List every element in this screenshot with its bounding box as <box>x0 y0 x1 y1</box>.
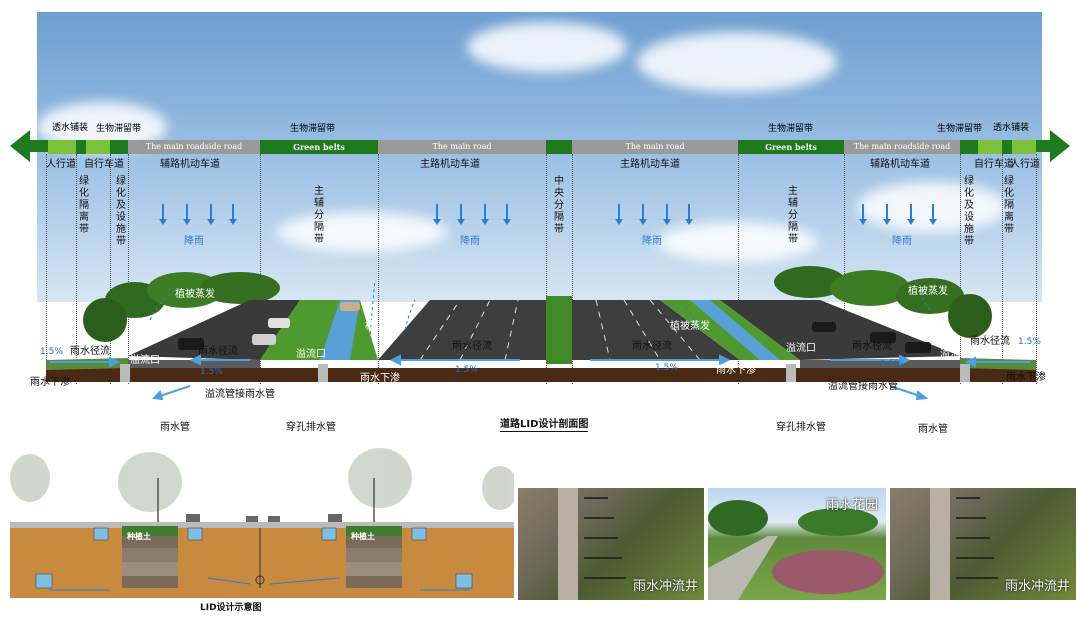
zone-label-1: 自行车道 <box>84 159 124 170</box>
band-sidewalk-right <box>1012 140 1036 154</box>
slope-2: 1.5% <box>1018 337 1041 347</box>
slope-5: 1.5% <box>655 363 678 373</box>
zone-label-5: 辅路机动车道 <box>870 159 930 170</box>
label-perforated-pipe-2: 穿孔排水管 <box>776 422 826 433</box>
label-overflow-2: 溢流口 <box>296 349 326 360</box>
vertical-label-0: 绿化隔离带 <box>79 176 89 235</box>
photo-1: 雨水冲流井 <box>518 488 704 600</box>
road-section-drawing <box>46 266 1036 400</box>
vertical-label-1: 绿化及设施带 <box>116 176 126 247</box>
photo-caption-2: 雨水花园 <box>825 498 878 513</box>
label-runoff-2: 雨水径流 <box>198 346 238 357</box>
label-storm-pipe-2: 雨水管 <box>918 424 948 435</box>
label-overflow-1: 溢流口 <box>130 355 160 366</box>
photo-3: 雨水冲流井 <box>890 488 1076 600</box>
label-evap-3: 植被蒸发 <box>670 321 710 332</box>
soil-label-left: 种植土 <box>127 532 151 541</box>
band-green-left <box>76 140 86 154</box>
rain-label-2: 降雨 <box>460 236 480 247</box>
zone-label-0: 人行道 <box>46 159 76 170</box>
band-bike-right <box>978 140 1002 154</box>
band-facility-left <box>110 140 128 154</box>
label-infiltration-4: 雨水下渗 <box>1006 372 1046 383</box>
vertical-label-5: 绿化及设施带 <box>964 176 974 247</box>
band-english-4: Green belts <box>738 140 844 154</box>
label-evap-2: 植被蒸发 <box>365 321 405 332</box>
label-runoff-5: 雨水径流 <box>852 341 892 352</box>
label-infiltration-2: 雨水下渗 <box>360 373 400 384</box>
label-infiltration-1: 雨水下渗 <box>30 377 70 388</box>
section-caption: 道路LID设计剖面图 <box>500 419 589 432</box>
photo-caption-3: 雨水冲流井 <box>1004 579 1070 594</box>
vertical-label-6: 绿化隔离带 <box>1004 176 1014 235</box>
vertical-label-4: 主辅分隔带 <box>788 186 798 245</box>
label-storm-pipe-1: 雨水管 <box>160 422 190 433</box>
band-english-3: The main road <box>572 140 738 154</box>
band-label-1: 生物滞留带 <box>96 124 142 134</box>
band-median <box>546 140 572 154</box>
label-infiltration-3: 雨水下渗 <box>716 365 756 376</box>
band-label-4: 生物滞留带 <box>937 124 983 134</box>
label-runoff-3: 雨水径流 <box>452 341 492 352</box>
band-bike-left <box>86 140 110 154</box>
zone-label-2: 辅路机动车道 <box>160 159 220 170</box>
band-label-0: 透水铺装 <box>52 123 89 133</box>
label-runoff-1: 雨水径流 <box>70 346 110 357</box>
label-overflow-pipe-2: 溢流管接雨水管 <box>828 381 898 392</box>
zone-label-6: 自行车道 <box>974 159 1014 170</box>
band-english-0: The main roadside road <box>128 140 260 154</box>
band-label-5: 透水铺装 <box>993 123 1030 133</box>
rain-label-1: 降雨 <box>184 236 204 247</box>
band-green-right <box>1002 140 1012 154</box>
band-facility-right <box>960 140 978 154</box>
slope-6: 1.5% <box>880 359 903 369</box>
label-runoff-4: 雨水径流 <box>632 341 672 352</box>
slope-4: 1.5% <box>455 365 478 375</box>
band-label-2: 生物滞留带 <box>290 124 336 134</box>
vertical-label-2: 主辅分隔带 <box>314 186 324 245</box>
zone-label-3: 主路机动车道 <box>420 159 480 170</box>
zone-label-4: 主路机动车道 <box>620 159 680 170</box>
label-runoff-6: 雨水径流 <box>970 336 1010 347</box>
soil-label-right: 种植土 <box>351 532 375 541</box>
band-arrow-left <box>10 130 1070 162</box>
photo-2: 雨水花园 <box>708 488 886 600</box>
band-english-2: The main road <box>378 140 546 154</box>
band-label-3: 生物滞留带 <box>768 124 814 134</box>
slope-3: 1.5% <box>200 367 223 377</box>
band-sidewalk-left <box>48 140 76 154</box>
label-overflow-4: 溢流口 <box>940 349 970 360</box>
label-perforated-pipe-1: 穿孔排水管 <box>286 422 336 433</box>
rain-label-3: 降雨 <box>642 236 662 247</box>
label-overflow-3: 溢流口 <box>786 343 816 354</box>
lid-caption: LID设计示意图 <box>200 603 262 613</box>
slope-1: 1.5% <box>40 347 63 357</box>
rain-label-4: 降雨 <box>892 236 912 247</box>
band-english-5: The main roadside road <box>844 140 960 154</box>
label-evap-1: 植被蒸发 <box>175 289 215 300</box>
lid-schematic <box>10 448 514 598</box>
photo-caption-1: 雨水冲流井 <box>632 579 698 594</box>
vertical-label-3: 中央分隔带 <box>554 176 564 235</box>
label-overflow-pipe-1: 溢流管接雨水管 <box>205 389 275 400</box>
zone-label-7: 人行道 <box>1010 159 1040 170</box>
band-english-1: Green belts <box>260 140 378 154</box>
sky-background <box>37 12 1042 302</box>
label-evap-4: 植被蒸发 <box>908 286 948 297</box>
